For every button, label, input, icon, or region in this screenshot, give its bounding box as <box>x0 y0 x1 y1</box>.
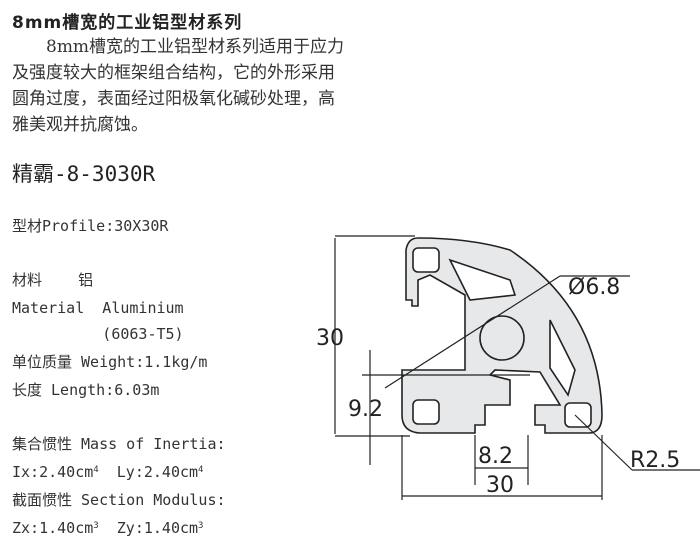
spec-modulus-label: 截面惯性 Section Modulus: <box>12 491 226 509</box>
dim-corner-radius: R2.5 <box>630 448 680 473</box>
ix-value: Ix:2.40cm <box>12 463 94 481</box>
zy-value: Zy:1.40cm <box>98 519 199 537</box>
product-model: 精霸-8-3030R <box>12 162 156 186</box>
spec-weight: 单位质量 Weight:1.1kg/m <box>12 353 208 371</box>
spec-material-en: Material Aluminium <box>12 299 184 317</box>
description-line: 雅美观并抗腐蚀。 <box>12 115 148 135</box>
spec-material-grade: (6063-T5) <box>12 325 184 343</box>
zx-exponent: 3 <box>93 521 99 531</box>
zx-value: Zx:1.40cm <box>12 519 94 537</box>
spec-length: 长度 Length:6.03m <box>12 381 160 399</box>
spec-profile: 型材Profile:30X30R <box>12 217 169 235</box>
spec-material-cn: 材料 铝 <box>12 271 94 289</box>
profile-cross-section-drawing: 30 9.2 8.2 30 Ø6.8 R2.5 <box>316 235 700 500</box>
dim-offset: 9.2 <box>348 397 383 422</box>
ly-value: Ly:2.40cm <box>98 463 199 481</box>
spec-inertia-values: Ix:2.40cm4 Ly:2.40cm4 <box>12 460 203 484</box>
description-line: 圆角过度，表面经过阳极氧化碱砂处理，高 <box>12 89 335 109</box>
description-line: 及强度较大的框架组合结构，它的外形采用 <box>12 63 335 83</box>
dim-height: 30 <box>316 326 344 351</box>
series-title: 8mm槽宽的工业铝型材系列 <box>12 13 243 33</box>
ly-exponent: 4 <box>198 465 204 475</box>
spec-modulus-values: Zx:1.40cm3 Zy:1.40cm3 <box>12 516 203 540</box>
zy-exponent: 3 <box>198 521 204 531</box>
spec-inertia-label: 集合惯性 Mass of Inertia: <box>12 435 226 453</box>
series-description: 8mm槽宽的工业铝型材系列适用于应力 及强度较大的框架组合结构，它的外形采用 圆… <box>12 34 422 138</box>
dim-slot: 8.2 <box>478 444 513 469</box>
dim-width: 30 <box>486 473 514 498</box>
dim-hole-diameter: Ø6.8 <box>568 275 620 300</box>
ix-exponent: 4 <box>93 465 99 475</box>
description-line: 8mm槽宽的工业铝型材系列适用于应力 <box>12 37 345 57</box>
